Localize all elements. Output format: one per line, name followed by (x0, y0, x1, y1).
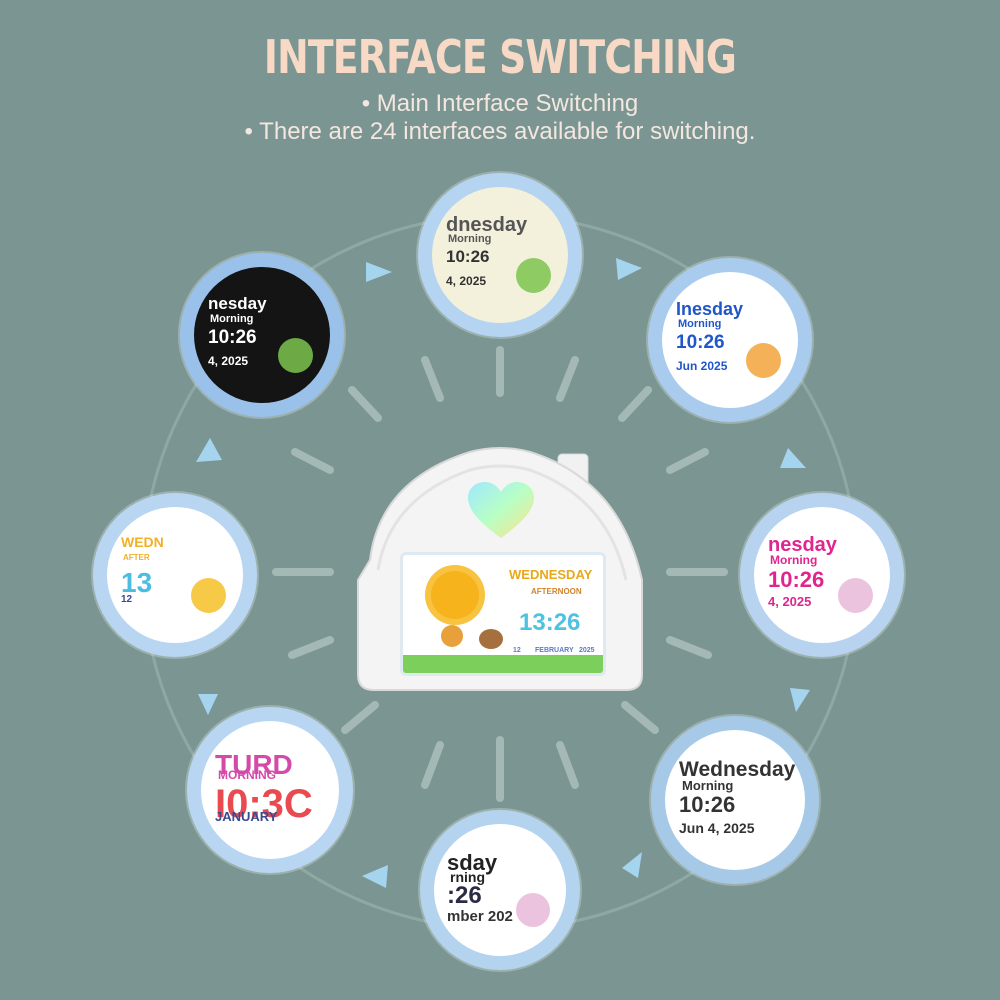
interface-time: 10:26 (768, 567, 825, 592)
device-screen: WEDNESDAY AFTERNOON 13:26 12 FEBRUARY 20… (400, 552, 606, 676)
interface-period: Morning (770, 553, 818, 567)
page-title: INTERFACE SWITCHING (263, 30, 737, 84)
mascot-icon (746, 343, 781, 378)
mascot-icon (838, 578, 873, 613)
mascot-icon (516, 893, 550, 927)
interface-date: mber 202 (447, 908, 513, 925)
light-rays (272, 346, 728, 802)
interface-date: 12 (121, 594, 133, 605)
device-day: WEDNESDAY (509, 567, 593, 582)
device-period: AFTERNOON (531, 587, 582, 596)
interface-date: 4, 2025 (768, 594, 812, 609)
interface-time: :26 (447, 882, 482, 909)
mascot-icon (278, 338, 313, 373)
interface-time: I0:3C (215, 782, 313, 826)
interface-day: nesday (208, 294, 267, 313)
interface-time: 10:26 (679, 792, 736, 817)
interface-day: Inesday (676, 299, 744, 319)
device-date-year: 2025 (579, 647, 595, 654)
interface-period: Morning (448, 233, 492, 245)
interface-day: Wednesday (679, 758, 796, 781)
interface-day: TURD (215, 749, 293, 780)
subtitle-line-1: • Main Interface Switching (361, 90, 639, 117)
device-date-month: FEBRUARY (535, 647, 574, 654)
interface-period: Morning (678, 318, 722, 330)
interface-period: AFTER (123, 553, 150, 562)
interface-day: dnesday (446, 214, 528, 236)
interface-day: WEDN (121, 534, 164, 550)
mascot-icon (516, 258, 551, 293)
interface-day: nesday (768, 534, 837, 556)
device-time: 13:26 (519, 609, 581, 636)
tree-icon (479, 629, 503, 649)
device-house: WEDNESDAY AFTERNOON 13:26 12 FEBRUARY 20… (350, 440, 650, 700)
interface-time: 10:26 (446, 247, 490, 266)
sun-icon (431, 571, 479, 619)
interface-time: 13 (121, 567, 153, 598)
interface-time: 10:26 (676, 332, 725, 353)
interface-period: rning (450, 869, 485, 885)
interface-date: 4, 2025 (208, 354, 249, 368)
interface-period: Morning (682, 778, 734, 793)
tree-icon (441, 625, 463, 647)
interface-time: 10:26 (208, 327, 257, 348)
interface-period: Morning (210, 313, 254, 325)
interface-date: Jun 2025 (676, 359, 728, 373)
heart-icon (466, 482, 536, 542)
mascot-icon (191, 578, 226, 613)
grass-strip (403, 655, 603, 673)
interface-period: MORNING (218, 768, 276, 782)
interface-day: sday (447, 850, 498, 875)
direction-arrows (196, 258, 810, 888)
interface-date: Jun 4, 2025 (679, 820, 755, 836)
subtitle-line-2: • There are 24 interfaces available for … (244, 118, 756, 145)
interface-date: JANUARY (215, 809, 278, 824)
device-date-day: 12 (513, 647, 521, 654)
interface-date: 4, 2025 (446, 274, 487, 288)
